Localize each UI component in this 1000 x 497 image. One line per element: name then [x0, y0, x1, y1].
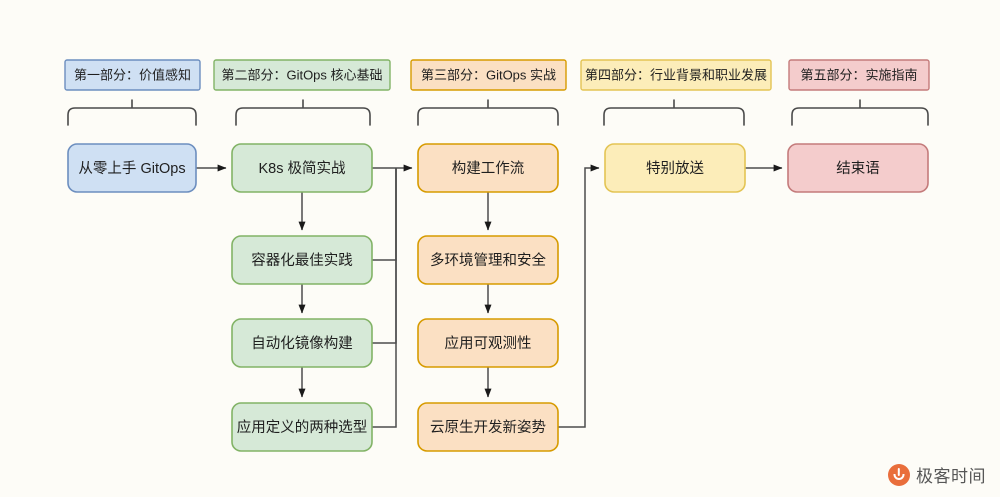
header-label-part2: 第二部分：GitOps 核心基础	[221, 67, 382, 82]
header-box-part3	[410, 59, 567, 91]
brace-part4	[603, 99, 745, 126]
e-image-bus	[372, 168, 397, 344]
header-box-part2	[213, 59, 391, 91]
node-label-n-container: 容器化最佳实践	[251, 252, 353, 269]
brace-part5	[791, 99, 929, 126]
e-appdef-bus	[372, 168, 397, 428]
brace-part1	[67, 99, 197, 126]
node-n-multienv[interactable]: 多环境管理和安全	[417, 235, 559, 285]
header-part3[interactable]: 第三部分：GitOps 实战	[410, 59, 567, 91]
node-label-n-k8s: K8s 极简实战	[258, 160, 346, 177]
node-label-n-multienv: 多环境管理和安全	[430, 251, 546, 269]
node-n-workflow[interactable]: 构建工作流	[417, 143, 559, 193]
header-label-part1: 第一部分：价值感知	[74, 67, 191, 82]
header-box-part5	[788, 59, 930, 91]
node-label-n-start: 从零上手 GitOps	[78, 160, 185, 177]
node-label-n-special: 特别放送	[646, 160, 704, 177]
header-part5[interactable]: 第五部分：实施指南	[788, 59, 930, 91]
node-n-start[interactable]: 从零上手 GitOps	[67, 143, 197, 193]
connector-edges	[196, 164, 783, 428]
header-label-part5: 第五部分：实施指南	[800, 67, 917, 82]
header-label-part4: 第四部分：行业背景和职业发展	[585, 67, 767, 82]
node-label-n-image: 自动化镜像构建	[251, 334, 353, 352]
watermark-label: 极客时间	[916, 467, 986, 487]
e-container-bus	[372, 168, 397, 261]
header-label-part3: 第三部分：GitOps 实战	[421, 67, 556, 82]
node-n-container[interactable]: 容器化最佳实践	[231, 235, 373, 285]
node-n-observe[interactable]: 应用可观测性	[417, 318, 559, 368]
node-n-cloudnative[interactable]: 云原生开发新姿势	[417, 402, 559, 452]
node-box-n-workflow	[417, 143, 559, 193]
node-n-ending[interactable]: 结束语	[787, 143, 929, 193]
section-braces	[67, 99, 929, 126]
node-box-n-multienv	[417, 235, 559, 285]
node-box-n-start	[67, 143, 197, 193]
node-box-n-cloudnative	[417, 402, 559, 452]
section-headers: 第一部分：价值感知 第二部分：GitOps 核心基础 第三部分：GitOps 实战 第…	[64, 59, 930, 91]
watermark: 极客时间	[888, 462, 986, 487]
node-label-n-appdef: 应用定义的两种选型	[237, 418, 368, 436]
node-n-k8s[interactable]: K8s 极简实战	[231, 143, 373, 193]
node-box-n-special	[604, 143, 746, 193]
node-box-n-observe	[417, 318, 559, 368]
node-box-n-k8s	[231, 143, 373, 193]
node-n-special[interactable]: 特别放送	[604, 143, 746, 193]
header-box-part4	[580, 59, 772, 91]
e-cloudnative-special	[558, 164, 600, 428]
header-box-part1	[64, 59, 201, 91]
node-label-n-workflow: 构建工作流	[452, 160, 525, 177]
node-label-n-cloudnative: 云原生开发新姿势	[430, 419, 546, 436]
geektime-logo-icon	[888, 463, 910, 486]
header-part1[interactable]: 第一部分：价值感知	[64, 59, 201, 91]
node-box-n-container	[231, 235, 373, 285]
node-box-n-appdef	[231, 402, 373, 452]
header-part4[interactable]: 第四部分：行业背景和职业发展	[580, 59, 772, 91]
brace-part3	[417, 99, 559, 126]
header-part2[interactable]: 第二部分：GitOps 核心基础	[213, 59, 391, 91]
brace-part2	[235, 99, 371, 126]
node-label-n-observe: 应用可观测性	[445, 334, 532, 352]
node-n-image[interactable]: 自动化镜像构建	[231, 318, 373, 368]
node-box-n-ending	[787, 143, 929, 193]
node-label-n-ending: 结束语	[836, 160, 880, 177]
node-n-appdef[interactable]: 应用定义的两种选型	[231, 402, 373, 452]
node-box-n-image	[231, 318, 373, 368]
flow-nodes: 从零上手 GitOps K8s 极简实战容器化最佳实践自动化镜像构建应用定义的两种…	[67, 143, 929, 452]
